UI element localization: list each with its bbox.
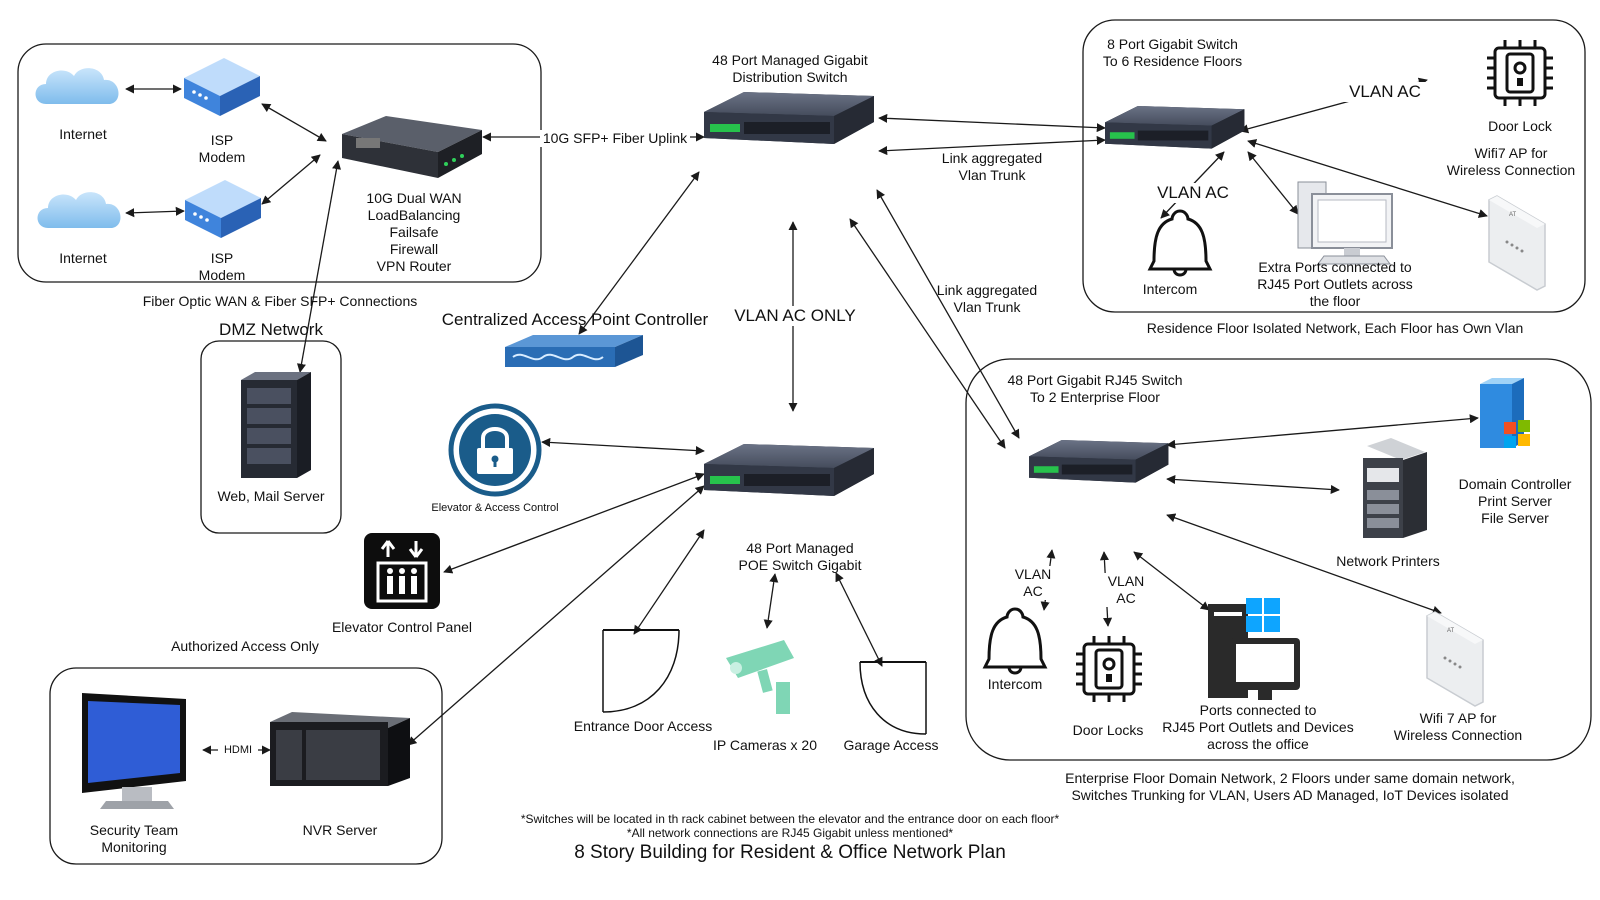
door-icon bbox=[602, 629, 680, 713]
entrance-label: Entrance Door Access bbox=[573, 718, 713, 734]
switch-icon bbox=[1029, 440, 1169, 483]
switch-icon bbox=[704, 444, 874, 496]
door-icon bbox=[859, 661, 927, 735]
enterprise-group-label: Enterprise Floor Domain Network, 2 Floor… bbox=[1065, 770, 1515, 803]
switch-icon bbox=[1105, 106, 1245, 149]
access-point-controller-icon bbox=[505, 335, 643, 367]
modem-icon bbox=[184, 58, 260, 116]
hdmi-label: HDMI bbox=[218, 744, 258, 757]
nvr-label: NVR Server bbox=[302, 822, 378, 838]
server-rack-icon bbox=[241, 372, 311, 478]
elev-panel-label: Elevator Control Panel bbox=[331, 619, 473, 635]
link-ent-ap bbox=[1166, 513, 1442, 615]
nvr-icon bbox=[270, 712, 410, 786]
link-ent-dc bbox=[1166, 414, 1479, 449]
link-poe-entrance bbox=[633, 529, 705, 635]
ent-intercom-label: Intercom bbox=[987, 676, 1043, 692]
bell-icon bbox=[983, 607, 1047, 675]
residence-group-label: Residence Floor Isolated Network, Each F… bbox=[1146, 320, 1524, 336]
domain-server-icon bbox=[1480, 378, 1530, 448]
internet-label: Internet bbox=[59, 126, 107, 142]
res-intercom-label: Intercom bbox=[1142, 281, 1198, 297]
printer-icon bbox=[1363, 438, 1427, 538]
router-icon bbox=[342, 116, 482, 178]
access-point-icon bbox=[1426, 611, 1484, 707]
link-dist-ent-2 bbox=[849, 218, 1006, 449]
res-vlan-label: VLAN AC bbox=[1340, 82, 1430, 102]
link-router-dmz bbox=[296, 160, 342, 373]
res-vlan-label: VLAN AC bbox=[1148, 183, 1238, 203]
internet-label: Internet bbox=[59, 250, 107, 266]
wan-group-label: Fiber Optic WAN & Fiber SFP+ Connections bbox=[142, 293, 418, 309]
link-dist-res-1 bbox=[878, 113, 1106, 133]
desktop-computer-icon bbox=[1297, 181, 1393, 265]
elev-access-label: Elevator & Access Control bbox=[431, 502, 559, 514]
enterprise-group-box bbox=[965, 358, 1592, 761]
page-title: 8 Story Building for Resident & Office N… bbox=[574, 842, 1006, 863]
switch-icon bbox=[704, 92, 874, 144]
desktop-computer-icon bbox=[1208, 598, 1300, 700]
door-lock-icon bbox=[1074, 634, 1144, 704]
link-ent-ports bbox=[1133, 551, 1210, 611]
web-server-label: Web, Mail Server bbox=[217, 488, 325, 504]
cctv-camera-icon bbox=[726, 640, 794, 714]
res-doorlock-label: Door Lock bbox=[1488, 118, 1552, 134]
link-dist-res-2 bbox=[878, 135, 1106, 156]
link-res-ports bbox=[1247, 151, 1299, 215]
ap-controller-label: Centralized Access Point Controller bbox=[441, 310, 709, 329]
padlock-icon bbox=[448, 403, 542, 497]
cloud-icon bbox=[35, 68, 119, 104]
elevator-icon bbox=[364, 533, 440, 609]
link-poe-garage bbox=[835, 572, 883, 667]
garage-label: Garage Access bbox=[843, 737, 939, 753]
cameras-label: IP Cameras x 20 bbox=[712, 737, 817, 753]
security-group-box bbox=[49, 667, 443, 865]
vlan-only-label: VLAN AC ONLY bbox=[720, 306, 870, 326]
link-modem2-router bbox=[261, 154, 321, 205]
link-poe-cameras bbox=[763, 573, 779, 629]
modem-icon bbox=[185, 180, 261, 238]
link-ent-printers bbox=[1166, 474, 1340, 495]
residence-group-box bbox=[1082, 19, 1586, 313]
door-lock-icon bbox=[1485, 38, 1555, 108]
security-group-label: Authorized Access Only bbox=[171, 638, 319, 654]
dmz-group-box bbox=[200, 340, 342, 534]
access-point-icon bbox=[1488, 195, 1546, 291]
footnotes: *Switches will be located in th rack cab… bbox=[520, 812, 1060, 840]
bell-icon bbox=[1148, 209, 1212, 277]
link-internet2-modem2 bbox=[125, 206, 185, 218]
wan-group-box bbox=[17, 43, 542, 283]
link-modem1-router bbox=[261, 103, 327, 142]
ent-doorlocks-label: Door Locks bbox=[1072, 722, 1144, 738]
cloud-icon bbox=[37, 192, 121, 228]
link-poe-nvr bbox=[407, 485, 705, 746]
uplink-label: 10G SFP+ Fiber Uplink bbox=[540, 130, 690, 147]
link-dist-apcontroller bbox=[578, 171, 700, 335]
dmz-group-label: DMZ Network bbox=[219, 320, 323, 339]
link-poe-elevaccess bbox=[541, 437, 705, 456]
ent-printers-label: Network Printers bbox=[1336, 553, 1440, 569]
monitor-icon bbox=[82, 693, 186, 809]
